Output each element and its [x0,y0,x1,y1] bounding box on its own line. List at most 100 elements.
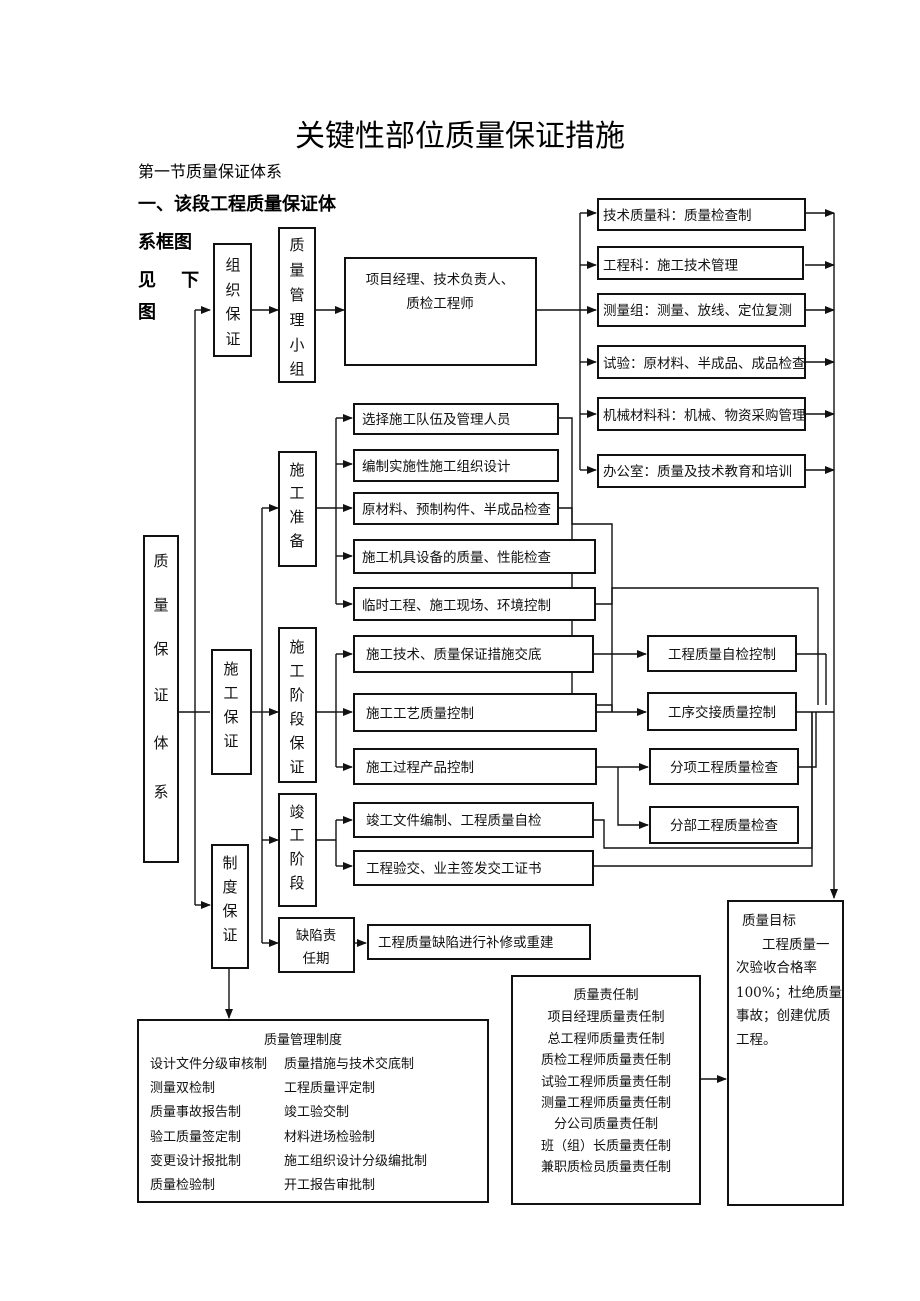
prep-item-label: 施工机具设备的质量、性能检查 [362,549,551,566]
goal-line: 事故；创建优质 [736,1008,831,1024]
goal-line: 工程质量一 [762,937,830,953]
mgmt-box [137,1019,489,1203]
resp-title: 质量责任制 [573,988,638,1003]
prep-char: 备 [289,532,304,550]
construction-char: 保 [223,708,238,726]
resp-line: 班（组）长质量责任制 [541,1139,671,1154]
department-label: 办公室：质量及技术教育和培训 [603,463,792,480]
mgmt-rule-left: 质量检验制 [150,1177,215,1193]
dept-box-6 [597,454,806,488]
root-char: 保 [153,640,168,658]
managers-line: 项目经理、技术负责人、 [366,272,515,288]
mgmt-rule-right: 施工组织设计分级编批制 [284,1154,427,1169]
org-box [213,243,252,357]
goal-line: 次验收合格率 [736,959,817,976]
prep-item-4 [353,539,596,574]
root-char: 质 [153,552,168,570]
stage-box [278,627,317,783]
org-char: 证 [225,330,240,348]
root-char: 体 [153,734,168,752]
goal-line: 100%；杜绝质量 [736,985,842,1001]
prep-item-label: 临时工程、施工现场、环境控制 [362,598,551,614]
goal-line: 工程。 [736,1032,777,1048]
root-box [143,535,179,863]
stage-char: 阶 [289,686,304,704]
mgmt-rule-right: 工程质量评定制 [284,1081,375,1096]
completion-char: 段 [289,874,304,892]
stage-char: 施 [289,638,304,656]
mgmt-rule-right: 竣工验交制 [284,1104,349,1120]
control-item-1 [647,635,797,672]
department-label: 测量组：测量、放线、定位复测 [603,302,792,319]
mgmt-rule-left: 质量事故报告制 [150,1105,241,1120]
qm-group-char: 量 [289,261,304,279]
prep-box [278,451,317,567]
page-title: 关键性部位质量保证措施 [295,119,625,154]
completion-item-2 [353,850,594,886]
connectors [178,209,838,1083]
qm-group-char: 组 [289,360,304,378]
control-item-2 [647,692,797,731]
section-title: 第一节质量保证体系 [138,162,282,181]
managers-line: 质检工程师 [406,296,474,312]
dept-box-3 [597,293,806,327]
qm-group-char: 管 [289,286,304,304]
dept-box-4 [597,345,806,379]
prep-item-3 [353,492,559,525]
department-label: 机械材料科：机械、物资采购管理 [603,408,806,424]
system-char: 度 [222,878,237,896]
control-item-4 [649,806,799,844]
control-item-label: 分项工程质量检查 [670,760,778,776]
mgmt-rule-left: 设计文件分级审核制 [150,1057,267,1072]
department-label: 技术质量科：质量检查制 [603,208,752,224]
stage-char: 保 [289,734,304,752]
stage-item-label: 施工技术、质量保证措施交底 [366,646,542,663]
stage-char: 证 [289,758,304,776]
completion-item-1 [353,802,594,838]
system-char: 证 [222,926,237,944]
stage-item-1 [353,635,594,673]
goal-title: 质量目标 [742,913,796,929]
completion-char: 阶 [289,850,304,868]
stage-item-label: 施工过程产品控制 [366,760,474,776]
stage-item-2 [353,693,597,732]
prep-item-label: 编制实施性施工组织设计 [362,459,511,475]
system-char: 保 [222,902,237,920]
system-char: 制 [222,854,237,872]
prep-char: 准 [289,508,304,526]
dept-box-2 [597,246,804,280]
goal-box [727,900,844,1206]
org-char: 组 [225,256,240,274]
dept-box-1 [597,198,806,231]
resp-line: 总工程师质量责任制 [547,1032,664,1047]
prep-char: 工 [289,484,304,502]
completion-char: 竣 [289,803,304,821]
mgmt-rule-right: 开工报告审批制 [284,1178,375,1193]
prep-item-5 [353,587,596,621]
heading-line-2: 系框图 [138,232,192,253]
root-char: 量 [153,596,168,614]
resp-line: 试验工程师质量责任制 [541,1074,671,1090]
mgmt-rule-left: 验工质量签定制 [150,1129,241,1145]
prep-item-label: 原材料、预制构件、半成品检查 [362,502,551,518]
stage-char: 段 [289,710,304,728]
qm-group-char: 理 [289,311,304,329]
completion-item-label: 竣工文件编制、工程质量自检 [366,813,542,829]
resp-line: 测量工程师质量责任制 [541,1096,671,1111]
qm-group-char: 质 [289,236,304,254]
root-char: 系 [153,783,168,801]
resp-line: 质检工程师质量责任制 [541,1053,671,1068]
department-label: 试验：原材料、半成品、成品检查 [603,356,806,372]
dept-box-5 [597,397,806,431]
prep-item-label: 选择施工队伍及管理人员 [362,412,511,428]
stage-char: 工 [289,662,304,680]
heading-line-1: 一、该段工程质量保证体 [138,193,337,215]
resp-line: 分公司质量责任制 [554,1117,658,1132]
construction-char: 施 [223,660,238,678]
control-item-label: 工程质量自检控制 [668,647,776,663]
mgmt-rule-right: 质量措施与技术交底制 [284,1056,414,1072]
control-item-label: 工序交接质量控制 [668,704,776,721]
system-box [211,844,249,969]
defect-item [367,924,591,960]
